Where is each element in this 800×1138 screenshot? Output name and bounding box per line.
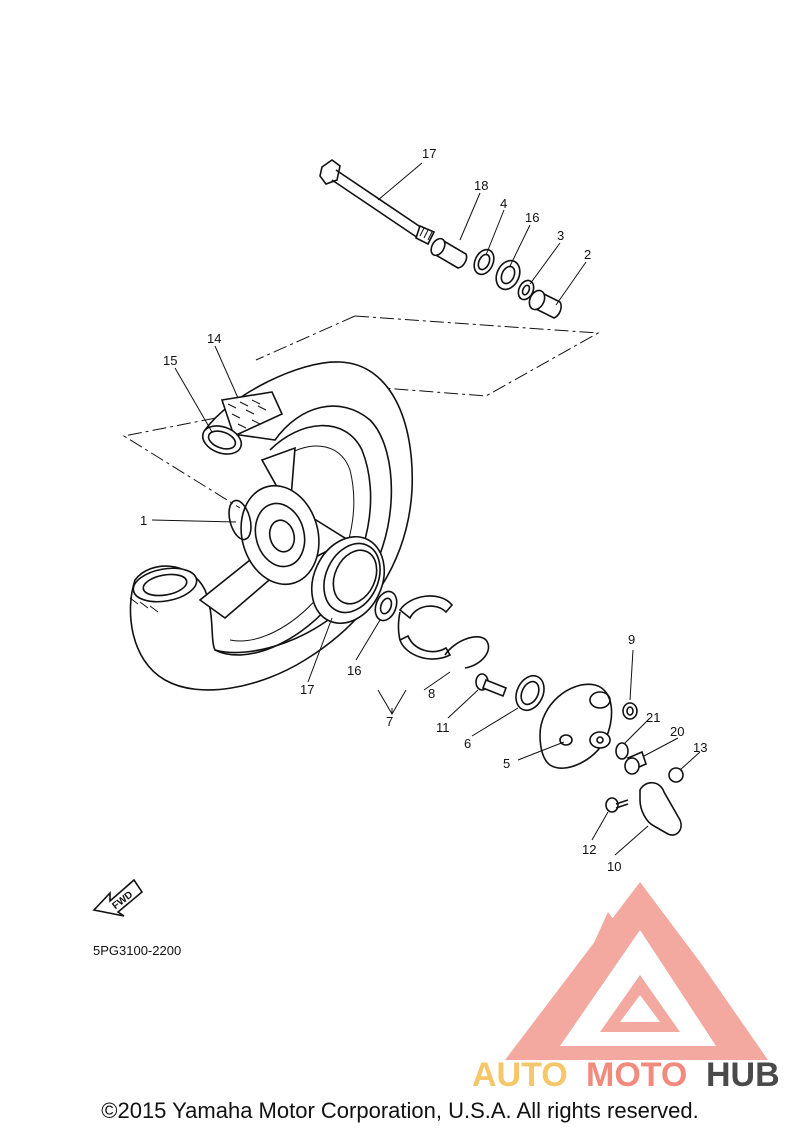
axle-part [319,159,436,246]
callout-12: 12 [582,842,596,857]
rim-hub-part [198,446,350,620]
copyright-footer: ©2015 Yamaha Motor Corporation, U.S.A. A… [101,1098,699,1123]
leader-lines [151,162,701,856]
automotohub-wordmark: AUTO MOTO HUB [472,1056,780,1094]
callout-19: 18 [474,178,488,193]
callout-15: 15 [163,353,177,368]
callout-18: 17 [422,146,436,161]
callout-labels: 17 18 4 16 3 2 14 15 1 16 17 8 7 11 6 5 … [140,146,707,874]
nut-9-part [622,702,638,720]
tube-part [201,425,243,455]
diagram-code: 5PG3100-2200 [93,943,181,958]
callout-13: 13 [693,740,707,755]
callout-11: 11 [436,720,450,735]
callout-4: 4 [500,196,507,211]
camshaft-part [475,673,508,698]
wheel-assembly [129,361,414,691]
callout-20: 20 [670,724,684,739]
bolt-12-part [605,797,629,813]
callout-3: 3 [557,228,564,243]
callout-9: 9 [628,632,635,647]
seal-3-part [517,279,535,301]
seal-6-part [515,674,545,712]
tread-part [220,391,284,438]
brand-hub: HUB [706,1056,780,1094]
brand-auto: AUTO [472,1056,568,1094]
callout-21: 21 [646,710,660,725]
callout-17: 17 [300,682,314,697]
callout-16-bottom: 16 [347,663,361,678]
callout-2: 2 [584,247,591,262]
callout-10: 10 [607,859,621,874]
bearing-16-top-part [495,259,521,291]
brake-assembly [374,590,684,836]
bearing-16-bottom-part [374,590,398,622]
spacer-2-part [528,289,562,319]
nut-13-part [668,767,684,783]
callout-1: 1 [140,513,147,528]
tire-part [129,361,414,691]
callout-7: 7 [386,714,393,729]
axle-assembly [319,159,562,319]
automotohub-logo [505,882,768,1060]
brake-drum-part [310,535,386,625]
spring-part [444,636,490,669]
callout-8: 8 [428,686,435,701]
collar-part [430,237,468,269]
washer-21-part [615,742,629,760]
callout-16-top: 16 [525,210,539,225]
bearing-4-part [473,248,495,276]
brake-shoe-part [397,595,454,660]
callout-14: 14 [207,331,221,346]
brake-plate-part [539,683,613,769]
brake-arm-part [639,781,682,836]
collar-20-part [624,750,647,775]
callout-5: 5 [503,756,510,771]
fwd-arrow-icon: FWD [92,878,144,917]
tire-cutaway [129,567,198,613]
brand-moto: MOTO [586,1056,687,1094]
callout-6: 6 [464,736,471,751]
